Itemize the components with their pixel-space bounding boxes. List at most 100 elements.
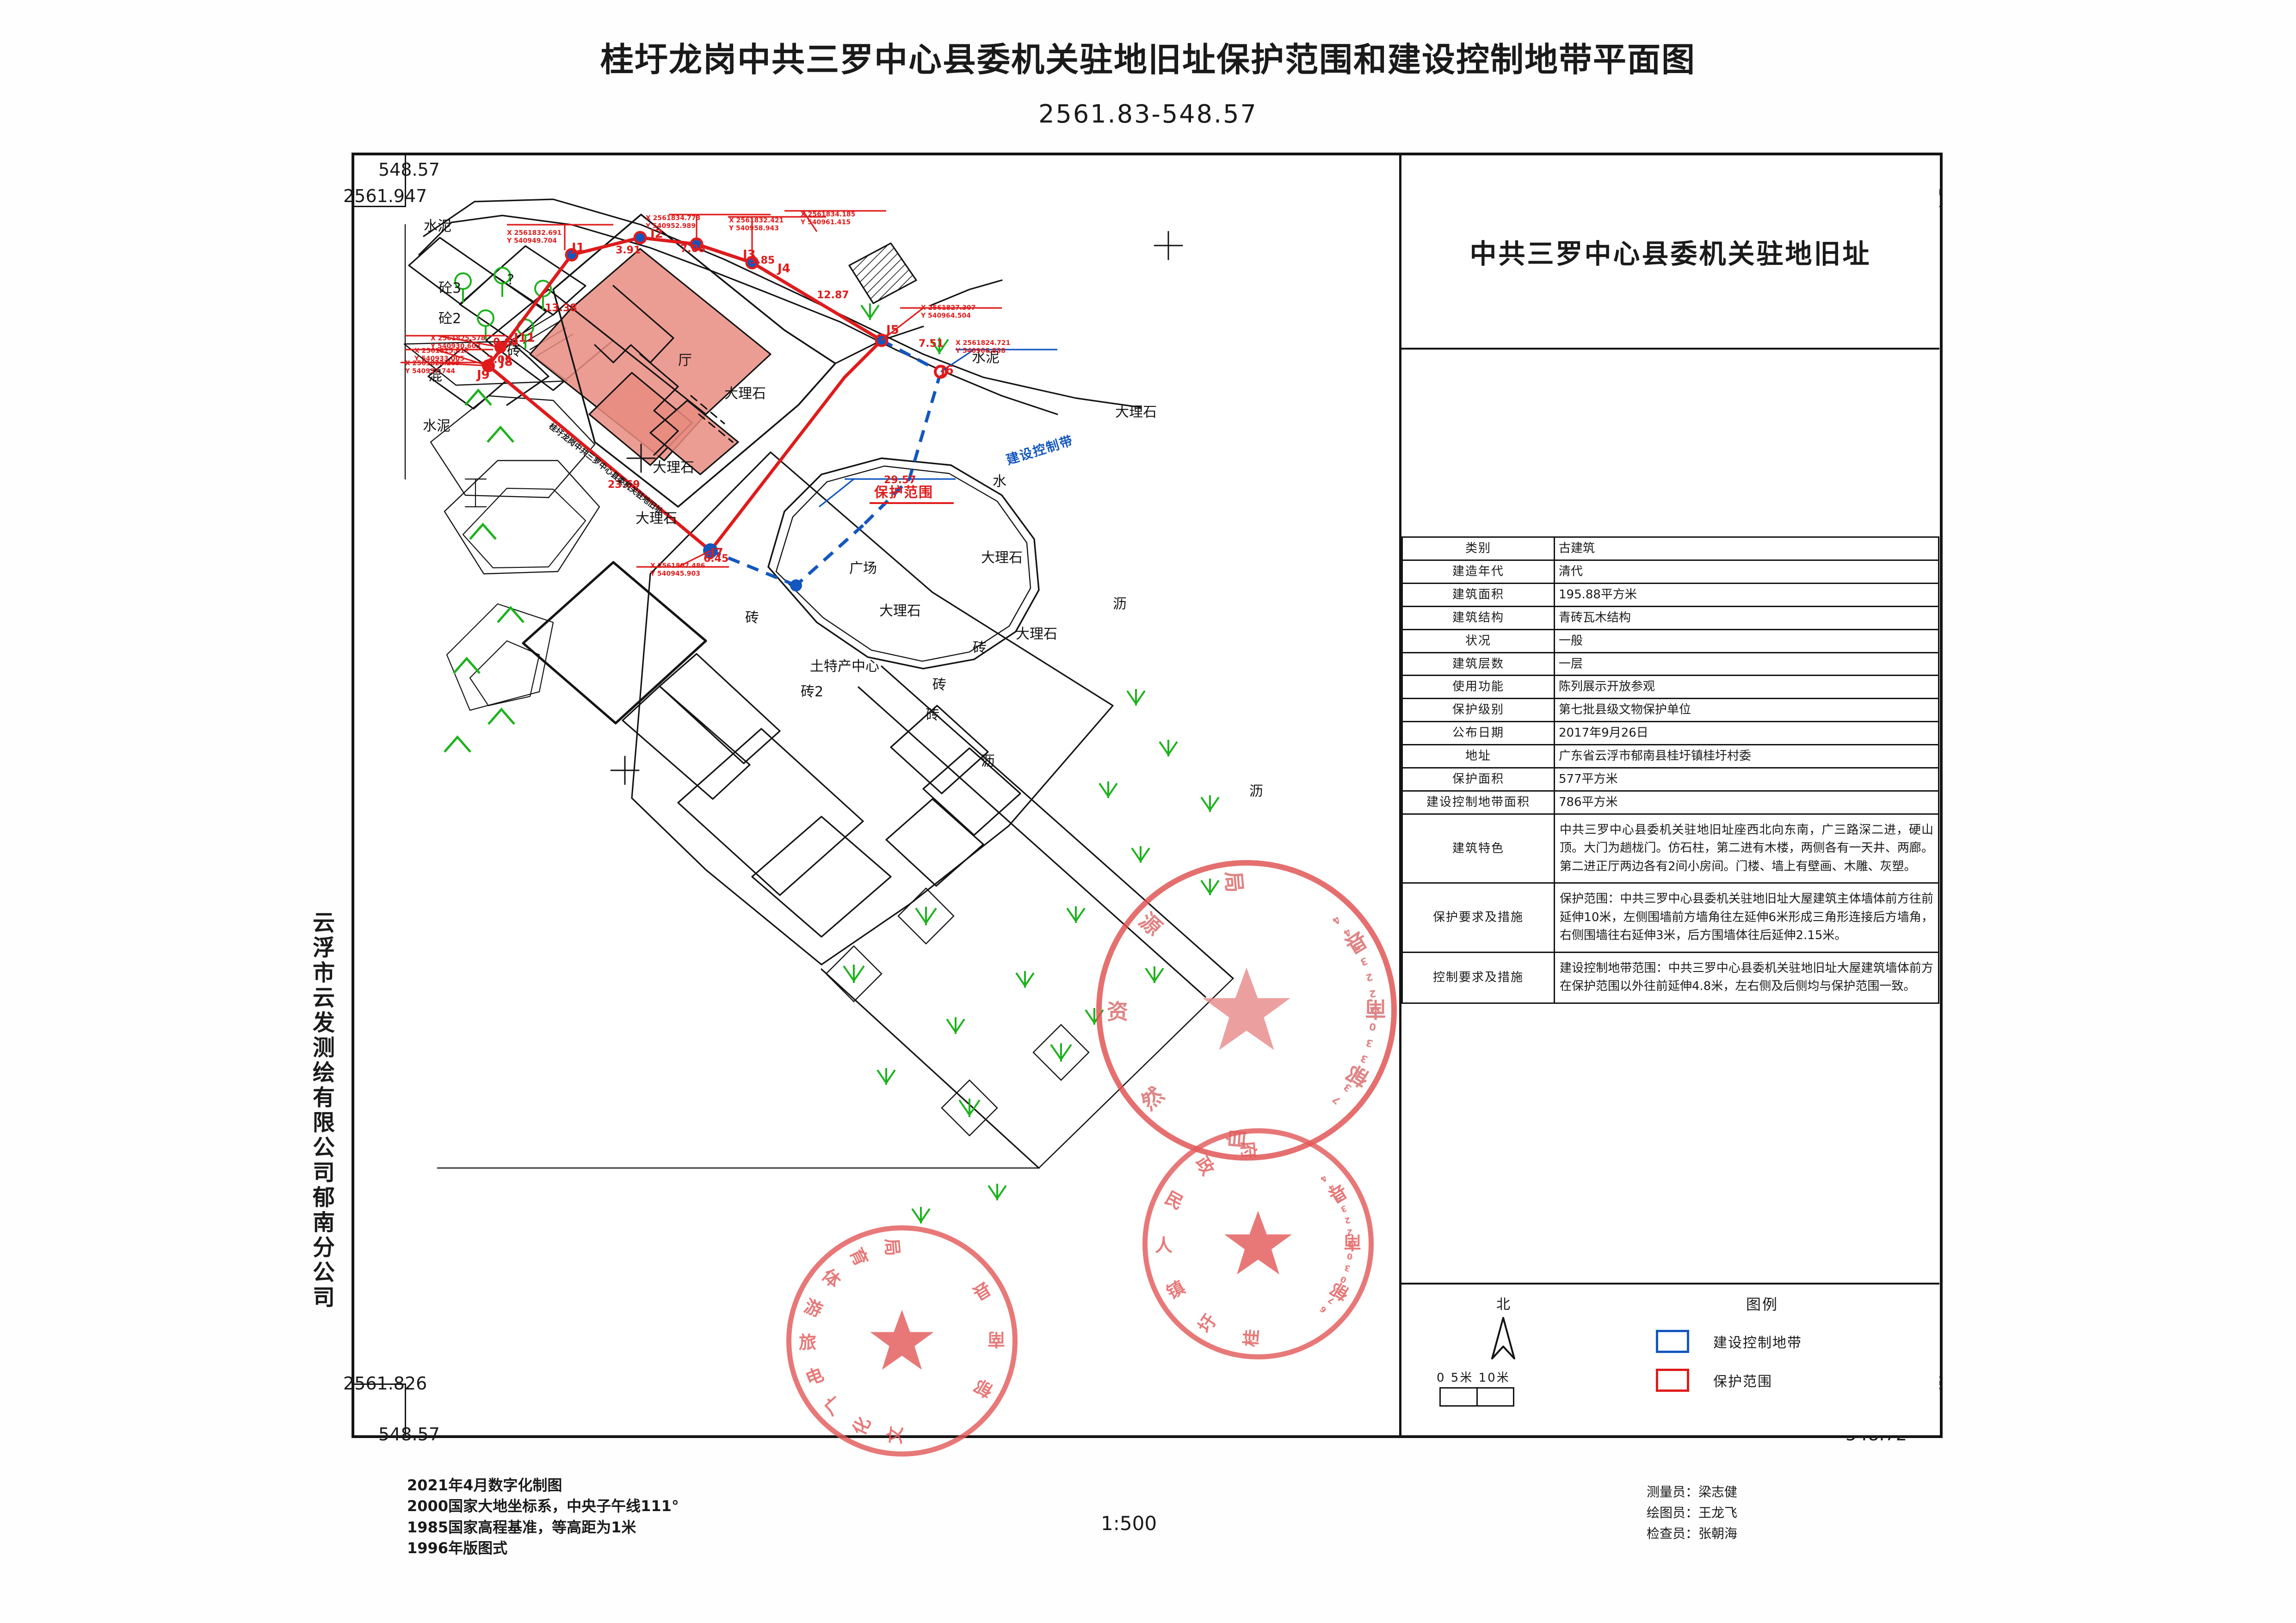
- distance-label: 3.85: [750, 255, 775, 266]
- vertex-label: J7: [710, 546, 723, 560]
- surface-label: 混: [428, 368, 442, 384]
- info-row-key: 建筑特色: [1401, 813, 1555, 884]
- info-row-value: 中共三罗中心县委机关驻地旧址座西北向东南，广三路深二进，硬山顶。大门为趟栊门。仿…: [1554, 813, 1939, 884]
- info-table-row: 建筑特色中共三罗中心县委机关驻地旧址座西北向东南，广三路深二进，硬山顶。大门为趟…: [1401, 813, 1939, 884]
- vertex-label: J11: [514, 331, 535, 345]
- surface-label: 砼3: [438, 280, 462, 296]
- info-row-key: 建筑结构: [1401, 605, 1555, 630]
- coordinate-y: Y 540945.903: [650, 570, 701, 578]
- protection-range-label: 保护范围: [874, 485, 933, 501]
- legend-block: 北 0 5米 10米 图例 建设控制地带保护范围: [1401, 1283, 1939, 1435]
- surface-label: 水泥: [424, 218, 451, 234]
- north-arrow-icon: [1491, 1317, 1515, 1359]
- surface-label: 砖: [973, 640, 987, 656]
- surface-label: 广场: [849, 560, 877, 577]
- info-row-key: 保护要求及措施: [1401, 882, 1555, 953]
- coordinate-y: Y 540958.943: [729, 224, 779, 232]
- info-table-row: 保护要求及措施保护范围：中共三罗中心县委机关驻地旧址大屋建筑主体墙体前方往前延伸…: [1401, 882, 1939, 953]
- legend-item: 建设控制地带: [1605, 1330, 1920, 1353]
- coordinate-x: X 2561824.721: [956, 339, 1011, 347]
- surface-label: 水泥: [423, 418, 451, 434]
- legend-label: 保护范围: [1713, 1374, 1772, 1390]
- coordinate-x: X 2561832.421: [729, 217, 784, 224]
- surface-label: 砼2: [438, 311, 462, 327]
- scale-bar-ticks: 0 5米 10米: [1437, 1371, 1510, 1385]
- coordinate-y: Y 540949.704: [507, 237, 557, 245]
- surface-label: 大理石: [1115, 404, 1157, 420]
- footer-note-line: 2021年4月数字化制图: [407, 1476, 562, 1494]
- seal-star-icon: [1224, 1211, 1292, 1275]
- surface-label: 砖: [926, 707, 939, 723]
- surface-label: 砖2: [801, 684, 824, 700]
- info-table-row: 地址广东省云浮市郁南县桂圩镇桂圩村委: [1401, 744, 1939, 769]
- info-row-key: 建筑层数: [1401, 652, 1555, 676]
- info-row-value: 一般: [1554, 628, 1939, 653]
- corner-box-bl: [354, 1383, 406, 1435]
- info-row-value: 一层: [1554, 652, 1939, 676]
- info-table-row: 建筑结构青砖瓦木结构: [1401, 605, 1939, 630]
- distance-label: 7.51: [919, 338, 944, 350]
- info-row-value: 广东省云浮市郁南县桂圩镇桂圩村委: [1554, 744, 1939, 769]
- legend-item: 保护范围: [1605, 1369, 1920, 1392]
- surface-label: 沥: [1113, 596, 1127, 612]
- footer-note-line: 2000国家大地坐标系，中央子午线111°: [407, 1497, 679, 1515]
- info-table-row: 建造年代清代: [1401, 559, 1939, 584]
- coordinate-y: Y 540966.838: [956, 347, 1006, 355]
- credit-line: 测量员：梁志健: [1647, 1484, 1738, 1500]
- credit-line: 绘图员：王龙飞: [1647, 1505, 1738, 1520]
- info-row-key: 建造年代: [1401, 559, 1555, 584]
- site-name-text: 中共三罗中心县委机关驻地旧址: [1469, 238, 1871, 270]
- coordinate-y: Y 540952.989: [646, 222, 696, 230]
- coord-top-left-x: 548.57: [378, 160, 440, 180]
- coordinate-x: X 2561807.486: [650, 562, 705, 570]
- credit-line: 检查员：张朝海: [1647, 1525, 1738, 1541]
- distance-label: 13.38: [545, 302, 577, 314]
- info-row-value: 清代: [1554, 559, 1939, 584]
- info-row-value: 2017年9月26日: [1554, 721, 1939, 746]
- surface-label: 土特产中心: [810, 658, 879, 675]
- corner-box-tl: [354, 155, 406, 207]
- info-row-key: 状况: [1401, 628, 1555, 653]
- vertex-label: J4: [778, 262, 790, 276]
- surface-label: 大理石: [653, 460, 694, 476]
- surface-label: 沥: [1249, 783, 1263, 799]
- distance-label: 0.60: [493, 337, 518, 348]
- site-name-heading: 中共三罗中心县委机关驻地旧址: [1401, 155, 1939, 350]
- info-row-value: 陈列展示开放参观: [1554, 675, 1939, 700]
- info-table-row: 控制要求及措施建设控制地带范围：中共三罗中心县委机关驻地旧址大屋建筑墙体前方在保…: [1401, 951, 1939, 1004]
- coordinate-y: Y 540930.603: [431, 342, 481, 350]
- vertex-label: J1: [572, 241, 585, 255]
- info-row-value: 786平方米: [1554, 790, 1939, 815]
- legend-label: 建设控制地带: [1713, 1335, 1802, 1351]
- distance-label: 7.08: [680, 243, 706, 255]
- distance-label: 12.87: [817, 289, 849, 301]
- coordinate-y: Y 540937.744: [405, 367, 456, 375]
- surface-label: 沥: [981, 753, 995, 769]
- surface-label: 水泥: [972, 350, 1000, 366]
- legend-swatch: [1656, 1330, 1689, 1353]
- surface-label: 大理石: [879, 603, 921, 619]
- coordinate-y: Y 540933.005: [414, 355, 465, 363]
- coordinate-x: X 2561834.773: [646, 215, 701, 222]
- info-row-value: 建设控制地带范围：中共三罗中心县委机关驻地旧址大屋建筑墙体前方在保护范围以外往前…: [1554, 951, 1939, 1004]
- seal-culture-tourism-bureau: 文化广电旅游体育局郁南县: [786, 1225, 1018, 1457]
- info-row-key: 保护级别: [1401, 698, 1555, 723]
- vertex-label: J9: [477, 368, 490, 382]
- coordinate-x: X 2561832.691: [507, 229, 562, 237]
- seal-star-icon: [870, 1309, 934, 1370]
- distance-label: 29.57: [884, 474, 916, 486]
- info-row-key: 建筑面积: [1401, 582, 1555, 607]
